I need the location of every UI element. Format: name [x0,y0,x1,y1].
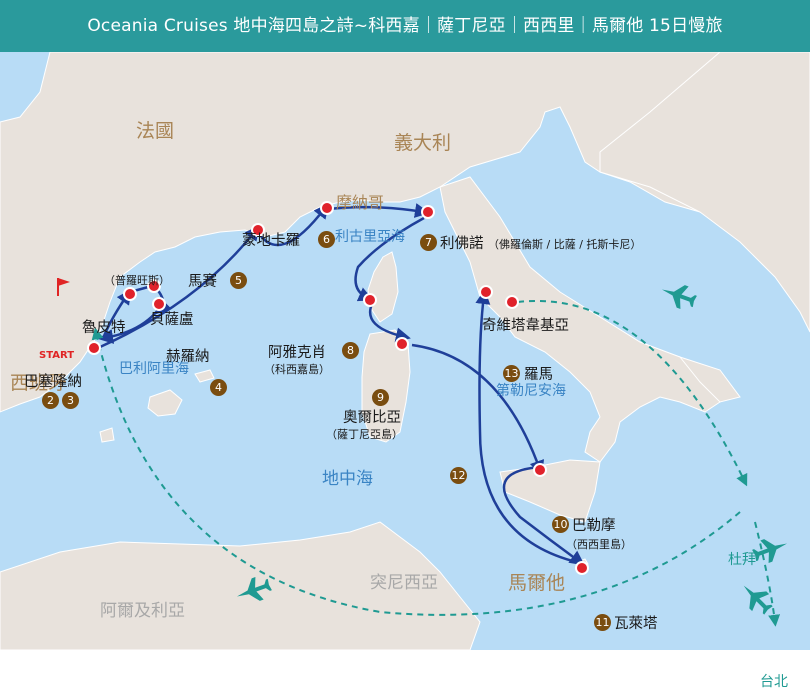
sea-label-mediterranean: 地中海 [322,469,373,489]
marker-civitavecchia[interactable] [479,285,493,299]
day-badge: 8 [342,342,359,359]
port-name-besalu: 貝薩盧 [150,312,194,328]
marker-girona[interactable] [152,297,166,311]
port-name-barcelona: 巴塞隆納 [24,374,82,390]
map-canvas [0,52,810,650]
title-banner: Oceania Cruises 地中海四島之詩~科西嘉｜薩丁尼亞｜西西里｜馬爾他… [0,0,810,52]
port-name-figueres: 魯皮特 [82,320,126,336]
stop-markers [87,201,589,575]
sea-label-balearic: 巴利阿里海 [119,361,189,377]
port-name-girona: 赫羅納 [166,349,210,365]
port-region-ajaccio: （科西嘉島） [264,363,330,376]
corsica-land [367,251,399,323]
port-name-palermo: 巴勒摩 [572,518,616,534]
day-badge: 9 [372,389,389,406]
day-badge: 11 [594,614,611,631]
marker-rome[interactable] [505,295,519,309]
day-badge: 5 [230,272,247,289]
ibiza-land [99,427,115,443]
city-label-taipei: 台北 [760,674,788,690]
country-label-monaco: 摩納哥 [336,193,385,212]
marker-livorno[interactable] [421,205,435,219]
cruise-route [98,203,586,566]
page-title: Oceania Cruises 地中海四島之詩~科西嘉｜薩丁尼亞｜西西里｜馬爾他… [87,16,723,36]
country-label-italy: 義大利 [394,132,452,154]
balkans-land [599,52,810,333]
marker-figueres[interactable] [123,287,137,301]
day-badge: 13 [503,365,520,382]
marker-olbia[interactable] [395,337,409,351]
port-region-marseille: （普羅旺斯） [104,274,170,287]
port-name-valletta: 瓦萊塔 [614,616,658,632]
north-africa-land [0,521,481,650]
port-name-ajaccio: 阿雅克肖 [268,345,326,361]
country-label-spain: 西班牙 [10,372,68,394]
day-badge: 10 [552,516,569,533]
port-region-livorno: （佛羅倫斯 / 比薩 / 托斯卡尼） [488,238,642,251]
mallorca-land [147,389,183,417]
day-badge: 7 [420,234,437,251]
port-name-monte-carlo: 蒙地卡羅 [242,233,300,249]
sea-label-tyrrhenian: 第勒尼安海 [496,383,566,399]
europe-land [0,52,810,413]
country-label-malta: 馬爾他 [508,572,566,594]
day-badge: 6 [318,231,335,248]
port-region-palermo: （西西里島） [566,538,632,551]
flight-paths [91,300,781,627]
marker-monte-carlo[interactable] [320,201,334,215]
port-name-livorno: 利佛諾 [440,236,484,252]
port-name-rome: 羅馬 [524,367,553,383]
country-label-algeria: 阿爾及利亞 [100,601,185,621]
italy-heel [678,356,741,403]
country-label-tunisia: 突尼西亞 [370,573,438,593]
day-badge: 2 [42,392,59,409]
start-label: START [39,350,75,361]
marker-valletta[interactable] [575,561,589,575]
italy-land [439,176,721,463]
country-label-france: 法國 [136,120,175,142]
marker-barcelona[interactable] [87,341,101,355]
port-name-civitavecchia: 奇維塔韋基亞 [482,318,569,334]
marker-palermo[interactable] [533,463,547,477]
port-region-olbia: （薩丁尼亞島） [326,428,403,441]
marker-ajaccio[interactable] [363,293,377,307]
day-badge: 3 [62,392,79,409]
airplane-icon [752,539,788,564]
airplane-icon [236,576,272,601]
marker-marseille[interactable] [251,223,265,237]
cruise-route-map: 法國 義大利 摩納哥 西班牙 阿爾及利亞 突尼西亞 馬爾他 利古里亞海 巴利阿里… [0,52,810,690]
menorca-land [194,369,215,383]
port-name-olbia: 奧爾比亞 [343,410,401,426]
day-badge: 12 [450,467,467,484]
start-flag-icon [57,278,70,296]
sea-label-ligurian: 利古里亞海 [335,229,405,245]
airplane-icon [743,585,773,615]
marker-besalu[interactable] [147,279,161,293]
day-badge: 4 [210,379,227,396]
sicily-land [499,459,601,523]
airplane-icon [661,285,697,310]
city-label-dubai: 杜拜 [728,552,756,568]
port-name-marseille: 馬賽 [188,274,217,290]
